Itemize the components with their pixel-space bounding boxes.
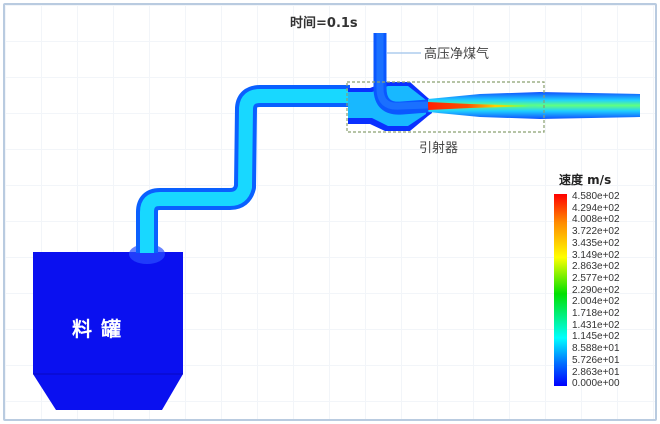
gas-inlet-pipe bbox=[373, 33, 429, 115]
legend-tick-label: 2.290e+02 bbox=[572, 284, 620, 296]
conveying-pipe bbox=[136, 85, 350, 253]
legend-colorbar bbox=[554, 194, 567, 386]
legend-tick-label: 2.004e+02 bbox=[572, 296, 620, 308]
legend-tick-label: 2.863e+01 bbox=[572, 366, 620, 378]
ejector-label: 引射器 bbox=[419, 141, 459, 156]
legend-tick-label: 1.431e+02 bbox=[572, 319, 620, 331]
tank-hopper bbox=[33, 374, 183, 410]
legend-tick-label: 5.726e+01 bbox=[572, 354, 620, 366]
legend-tick-label: 2.577e+02 bbox=[572, 272, 620, 284]
legend-tick-label: 3.435e+02 bbox=[572, 237, 620, 249]
ejector-highlight-box bbox=[346, 81, 545, 133]
legend-tick-label: 4.580e+02 bbox=[572, 191, 620, 202]
tank-label: 料罐 bbox=[72, 317, 130, 341]
legend-tick-label: 8.588e+01 bbox=[572, 343, 620, 355]
time-label: 时间=0.1s bbox=[290, 16, 358, 31]
legend-tick-label: 4.008e+02 bbox=[572, 214, 620, 226]
legend-tick-label: 3.149e+02 bbox=[572, 249, 620, 261]
legend-tick-label: 3.722e+02 bbox=[572, 226, 620, 238]
legend-tick-label: 1.145e+02 bbox=[572, 331, 620, 343]
legend-tick-label: 0.000e+00 bbox=[572, 378, 620, 390]
legend-tick-label: 1.718e+02 bbox=[572, 308, 620, 320]
legend-tick-label: 4.294e+02 bbox=[572, 202, 620, 214]
legend-title: 速度 m/s bbox=[559, 173, 612, 187]
tank-body bbox=[33, 252, 183, 374]
gas-inlet-label: 高压净煤气 bbox=[424, 47, 490, 62]
legend-tick-label: 2.863e+02 bbox=[572, 261, 620, 273]
